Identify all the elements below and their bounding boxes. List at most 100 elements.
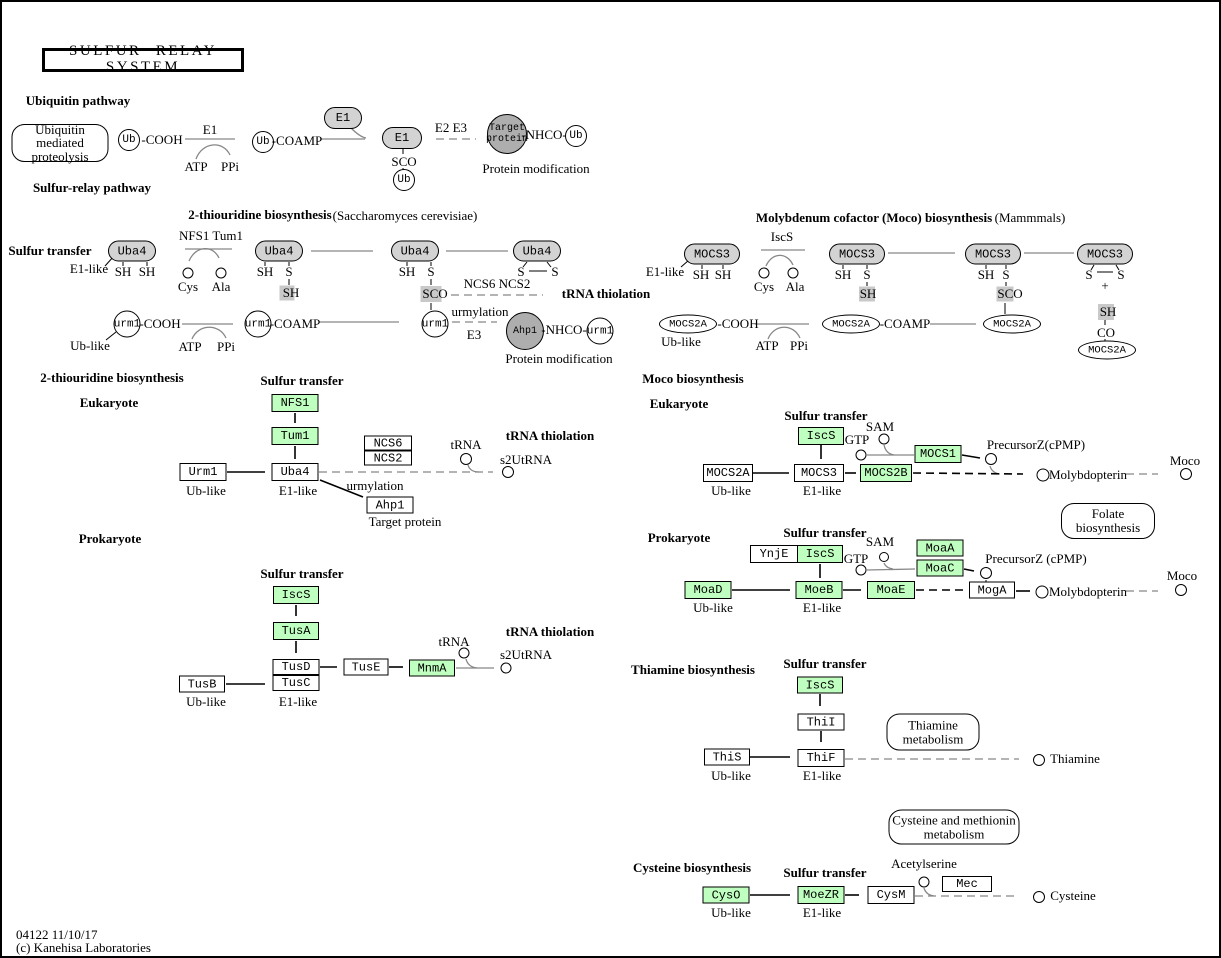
compound-dot-acetylserine[interactable]	[918, 876, 930, 888]
protein-circle-ub[interactable]: Ub	[393, 169, 415, 191]
gene-box-this[interactable]: ThiS	[704, 748, 750, 766]
label-trna-thiolation: tRNA thiolation	[561, 286, 651, 302]
compound-dot-trna[interactable]	[458, 647, 470, 659]
e-trna-curve	[467, 464, 480, 473]
gene-box-ncs6[interactable]: NCS6	[364, 435, 412, 451]
compound-dot-trna[interactable]	[460, 453, 472, 465]
compound-dot-moco[interactable]	[1175, 584, 1187, 596]
gene-box-mocs1[interactable]: MOCS1	[914, 445, 962, 463]
compound-dot-cys[interactable]	[758, 267, 770, 279]
label-coamp: -COAMP	[271, 133, 323, 149]
compound-dot-precursorz[interactable]	[985, 453, 997, 465]
pathway-link-cysteine-methionine-metabolism[interactable]: Cysteine and methionin metabolism	[888, 809, 1020, 845]
compound-dot-gtp[interactable]	[855, 449, 867, 461]
gene-box-ahp1[interactable]: Ahp1	[366, 496, 414, 514]
protein-pill-uba4[interactable]: Uba4	[108, 240, 156, 262]
protein-circle-ub[interactable]: Ub	[565, 125, 587, 147]
protein-circle-ub[interactable]: Ub	[118, 129, 140, 151]
gene-box-moae[interactable]: MoaE	[867, 581, 915, 599]
compound-dot-ala[interactable]	[787, 267, 799, 279]
pathway-link-thiamine-metabolism[interactable]: Thiamine metabolism	[886, 713, 980, 751]
gene-box-cysm[interactable]: CysM	[867, 886, 915, 904]
gene-box-iscs[interactable]: IscS	[273, 586, 319, 604]
protein-ellipse-mocs2a[interactable]: MOCS2A	[983, 314, 1041, 334]
gene-box-mnma[interactable]: MnmA	[409, 659, 455, 677]
gene-box-ynje[interactable]: YnjE	[750, 545, 798, 563]
protein-pill-uba4[interactable]: Uba4	[255, 240, 303, 262]
compound-dot-sam[interactable]	[878, 433, 890, 445]
label-cooh: -COOH	[139, 316, 181, 332]
gene-box-uba4[interactable]: Uba4	[271, 463, 319, 481]
compound-dot-moco[interactable]	[1180, 468, 1192, 480]
compound-dot-cys[interactable]	[182, 267, 194, 279]
compound-dot-molybdopterin[interactable]	[1035, 585, 1049, 599]
compound-dot-s2utrna[interactable]	[502, 466, 514, 478]
gene-box-nfs1[interactable]: NFS1	[271, 394, 319, 412]
e-mocs2a-atp-curve	[767, 326, 801, 340]
label-ub-like: Ub-like	[711, 483, 751, 499]
gene-box-mocs3[interactable]: MOCS3	[794, 464, 844, 482]
compound-dot-ala[interactable]	[215, 267, 227, 279]
protein-ellipse-mocs2a[interactable]: MOCS2A	[659, 314, 717, 334]
label-ub-like: Ub-like	[186, 694, 226, 710]
gene-box-thif[interactable]: ThiF	[797, 749, 845, 767]
gene-box-iscs[interactable]: IscS	[797, 545, 843, 563]
gene-box-tuse[interactable]: TusE	[343, 658, 389, 676]
protein-pill-e1[interactable]: E1	[324, 107, 362, 129]
protein-pill-uba4[interactable]: Uba4	[391, 240, 439, 262]
label-moco: Moco	[1169, 453, 1201, 469]
compound-dot-cysteine[interactable]	[1033, 891, 1045, 903]
gene-box-tusa[interactable]: TusA	[273, 622, 319, 640]
compound-dot-s2utrna[interactable]	[500, 662, 512, 674]
gene-box-ncs2[interactable]: NCS2	[364, 450, 412, 466]
protein-pill-mocs3[interactable]: MOCS3	[684, 243, 740, 265]
protein-circle-urm1[interactable]: urm1	[586, 317, 614, 345]
gene-box-moad[interactable]: MoaD	[684, 581, 732, 599]
gene-box-mocs2b[interactable]: MOCS2B	[860, 464, 912, 482]
protein-pill-mocs3[interactable]: MOCS3	[965, 243, 1021, 265]
gene-box-mec[interactable]: Mec	[942, 876, 992, 892]
label-sh: SH	[398, 264, 416, 280]
gene-box-moaa[interactable]: MoaA	[916, 539, 964, 557]
compound-dot-gtp[interactable]	[855, 564, 867, 576]
protein-circle-urm1[interactable]: urm1	[113, 310, 141, 338]
gene-box-urm1[interactable]: Urm1	[179, 463, 227, 481]
protein-pill-mocs3[interactable]: MOCS3	[829, 243, 885, 265]
compound-dot-thiamine[interactable]	[1033, 754, 1045, 766]
label-s: S	[551, 264, 559, 280]
protein-circle-target-protein[interactable]: Target protein	[486, 114, 528, 154]
protein-ellipse-mocs2a[interactable]: MOCS2A	[822, 314, 880, 334]
pathway-link-ubiquitin-proteolysis[interactable]: Ubiquitin mediated proteolysis	[11, 122, 109, 163]
label-coamp: -COAMP	[879, 316, 931, 332]
gene-box-tusc[interactable]: TusC	[272, 675, 320, 691]
compound-dot-molybdopterin[interactable]	[1036, 468, 1050, 482]
gene-box-mocs2a[interactable]: MOCS2A	[703, 464, 753, 482]
compound-dot-precursorz[interactable]	[980, 567, 992, 579]
gene-box-moeb[interactable]: MoeB	[795, 581, 843, 599]
protein-ellipse-mocs2a[interactable]: MOCS2A	[1078, 340, 1136, 360]
e-acetyl-curve	[923, 887, 935, 897]
protein-circle-ahp1[interactable]: Ahp1	[506, 312, 544, 350]
protein-pill-mocs3[interactable]: MOCS3	[1077, 243, 1133, 265]
gene-box-tusd[interactable]: TusD	[272, 659, 320, 675]
pathway-link-folate-biosynthesis[interactable]: Folate biosynthesis	[1061, 503, 1155, 539]
gene-box-tusb[interactable]: TusB	[179, 675, 225, 693]
gene-box-cyso[interactable]: CysO	[702, 886, 750, 904]
protein-circle-urm1[interactable]: urm1	[421, 310, 449, 338]
gene-box-moac[interactable]: MoaC	[916, 559, 964, 577]
gene-box-iscs[interactable]: IscS	[797, 676, 843, 694]
label-eukaryote: Eukaryote	[79, 395, 139, 411]
label-ncs6-ncs2: NCS6 NCS2	[463, 276, 531, 292]
gene-box-tum1[interactable]: Tum1	[271, 427, 319, 445]
protein-circle-ub[interactable]: Ub	[252, 131, 274, 153]
label-trna-thiolation: tRNA thiolation	[505, 624, 595, 640]
protein-circle-urm1[interactable]: urm1	[244, 310, 272, 338]
label-molybdopterin: Molybdopterin	[1049, 467, 1127, 483]
protein-pill-e1[interactable]: E1	[382, 127, 422, 149]
compound-dot-sam[interactable]	[879, 552, 889, 562]
protein-pill-uba4[interactable]: Uba4	[513, 240, 561, 262]
gene-box-moga[interactable]: MogA	[969, 581, 1015, 599]
gene-box-thii[interactable]: ThiI	[797, 713, 845, 731]
gene-box-iscs[interactable]: IscS	[798, 427, 844, 445]
gene-box-moezr[interactable]: MoeZR	[797, 886, 845, 904]
